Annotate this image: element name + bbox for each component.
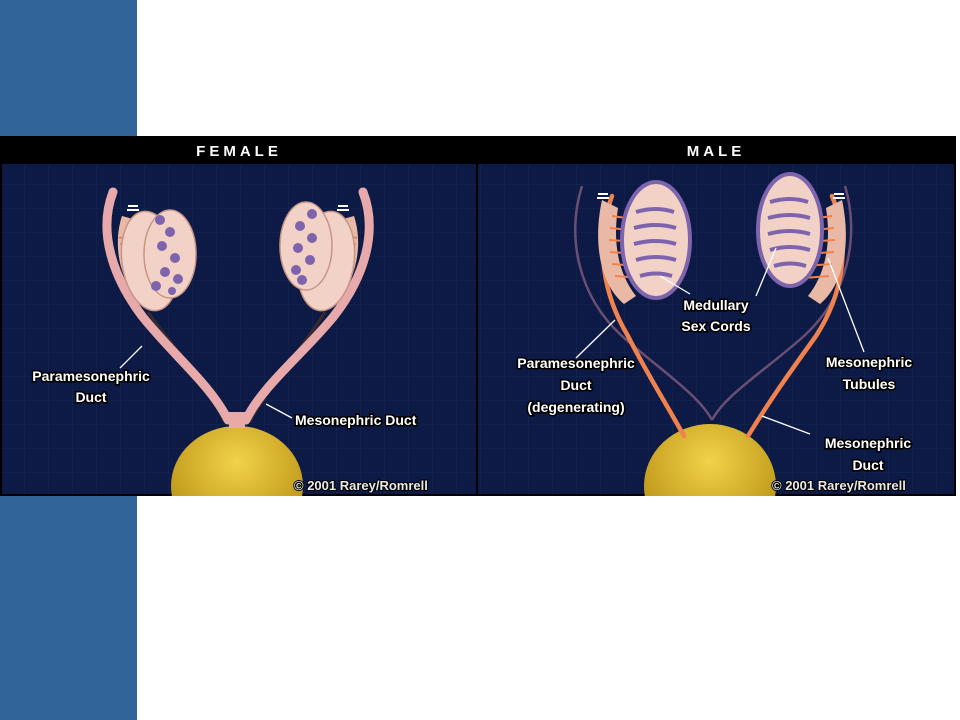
male-copyright: © 2001 Rarey/Romrell <box>772 478 906 493</box>
female-panel-title: FEMALE <box>196 143 282 160</box>
male-label-medullary-1: Medullary <box>683 297 749 313</box>
male-panel-title: MALE <box>686 143 746 160</box>
male-label-mesonephric-tubules-1: Mesonephric <box>826 354 913 370</box>
female-cloaca <box>171 426 303 496</box>
male-paramesonephric-right <box>710 185 853 421</box>
female-label-mesonephric-duct: Mesonephric Duct <box>295 412 417 428</box>
female-paramesonephric-left <box>102 187 233 425</box>
male-gonad-left <box>597 180 692 304</box>
duct-diagram: Paramesonephric Duct Mesonephric Duct © … <box>2 164 954 496</box>
female-paramesonephric-right <box>241 187 374 425</box>
female-gonad-right <box>279 201 359 312</box>
male-gonad-right <box>756 172 846 304</box>
male-label-medullary-2: Sex Cords <box>681 318 750 334</box>
male-label-mesonephric-duct-1: Mesonephric <box>825 435 912 451</box>
embryology-figure: FEMALE MALE <box>0 136 956 496</box>
female-label-paramesonephric-1: Paramesonephric <box>32 368 150 384</box>
female-copyright: © 2001 Rarey/Romrell <box>294 478 428 493</box>
male-paramesonephric-left <box>573 185 714 421</box>
male-label-paramesonephric-1: Paramesonephric <box>517 355 635 371</box>
male-label-mesonephric-tubules-2: Tubules <box>843 376 896 392</box>
female-label-paramesonephric-2: Duct <box>75 389 106 405</box>
female-gonad-left <box>117 205 197 312</box>
male-label-paramesonephric-2: Duct <box>560 377 591 393</box>
male-label-mesonephric-duct-2: Duct <box>852 457 883 473</box>
male-label-paramesonephric-3: (degenerating) <box>527 399 624 415</box>
male-cloaca <box>644 424 776 496</box>
